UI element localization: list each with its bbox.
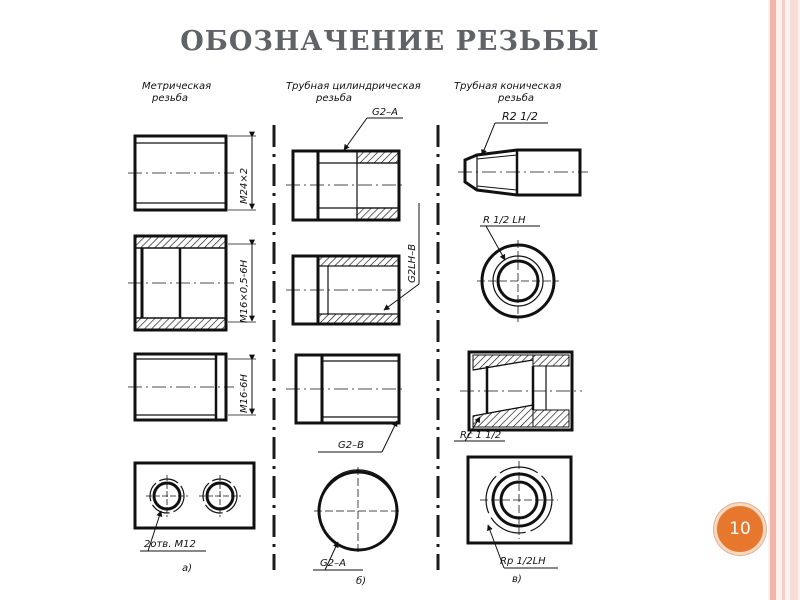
pipe-conical-end-view <box>477 225 559 322</box>
column-letter-a: а) <box>182 563 192 574</box>
metric-plate-two-holes <box>133 461 256 552</box>
column-header-pipe-conical: Трубная коническая <box>454 80 561 92</box>
pipe-cylindrical-section-g2lhb <box>286 203 420 326</box>
pipe-conical-external <box>458 122 588 197</box>
stripe-line <box>770 0 776 600</box>
pipe-cylindrical-end-view <box>313 467 402 571</box>
label-g2a-bottom: G2–A <box>320 558 346 569</box>
side-stripe-decoration <box>768 0 800 600</box>
pipe-cylindrical-rod-g2b <box>286 353 406 453</box>
pipe-conical-internal-section <box>454 350 582 442</box>
column-header-pipe-conical-line2: резьба <box>497 92 534 104</box>
label-g2b: G2–B <box>338 440 364 451</box>
column-letter-b: б) <box>356 575 366 587</box>
metric-stepped-rod <box>128 352 256 422</box>
column-header-pipe-cylindrical-line2: резьба <box>315 92 352 104</box>
metric-external-rod <box>128 131 256 212</box>
label-r-lh: R 1/2 LH <box>483 215 526 226</box>
column-header-pipe-cylindrical: Трубная цилиндрическая <box>286 80 421 92</box>
column-header-metric: Метрическая <box>142 81 211 92</box>
label-g2a-top: G2–A <box>372 107 398 118</box>
pipe-conical-square-view <box>466 455 573 569</box>
stripe-line <box>782 0 785 600</box>
label-rp-lh: Rp 1/2LH <box>500 556 546 567</box>
label-r2: R2 1/2 <box>502 110 538 123</box>
label-two-holes: 2отв. M12 <box>144 539 196 550</box>
label-m24: M24×2 <box>239 168 250 204</box>
column-header-metric-line2: резьба <box>151 92 188 104</box>
page-number-badge: 10 <box>714 503 766 555</box>
label-m16: M16-6H <box>239 374 250 413</box>
slide-title: ОБОЗНАЧЕНИЕ РЕЗЬБЫ <box>180 26 600 57</box>
label-g2lhb: G2LH–B <box>407 244 418 283</box>
label-m16-fine: M16×0,5-6H <box>239 259 250 323</box>
thread-designation-drawing: Метрическая резьба Трубная цилиндрическа… <box>128 80 588 587</box>
column-letter-c: в) <box>512 574 522 585</box>
metric-internal-section <box>128 234 256 332</box>
label-rc: Rc 1 1/2 <box>460 430 501 441</box>
pipe-cylindrical-section-g2a <box>286 117 406 222</box>
stripe-line <box>790 0 798 600</box>
